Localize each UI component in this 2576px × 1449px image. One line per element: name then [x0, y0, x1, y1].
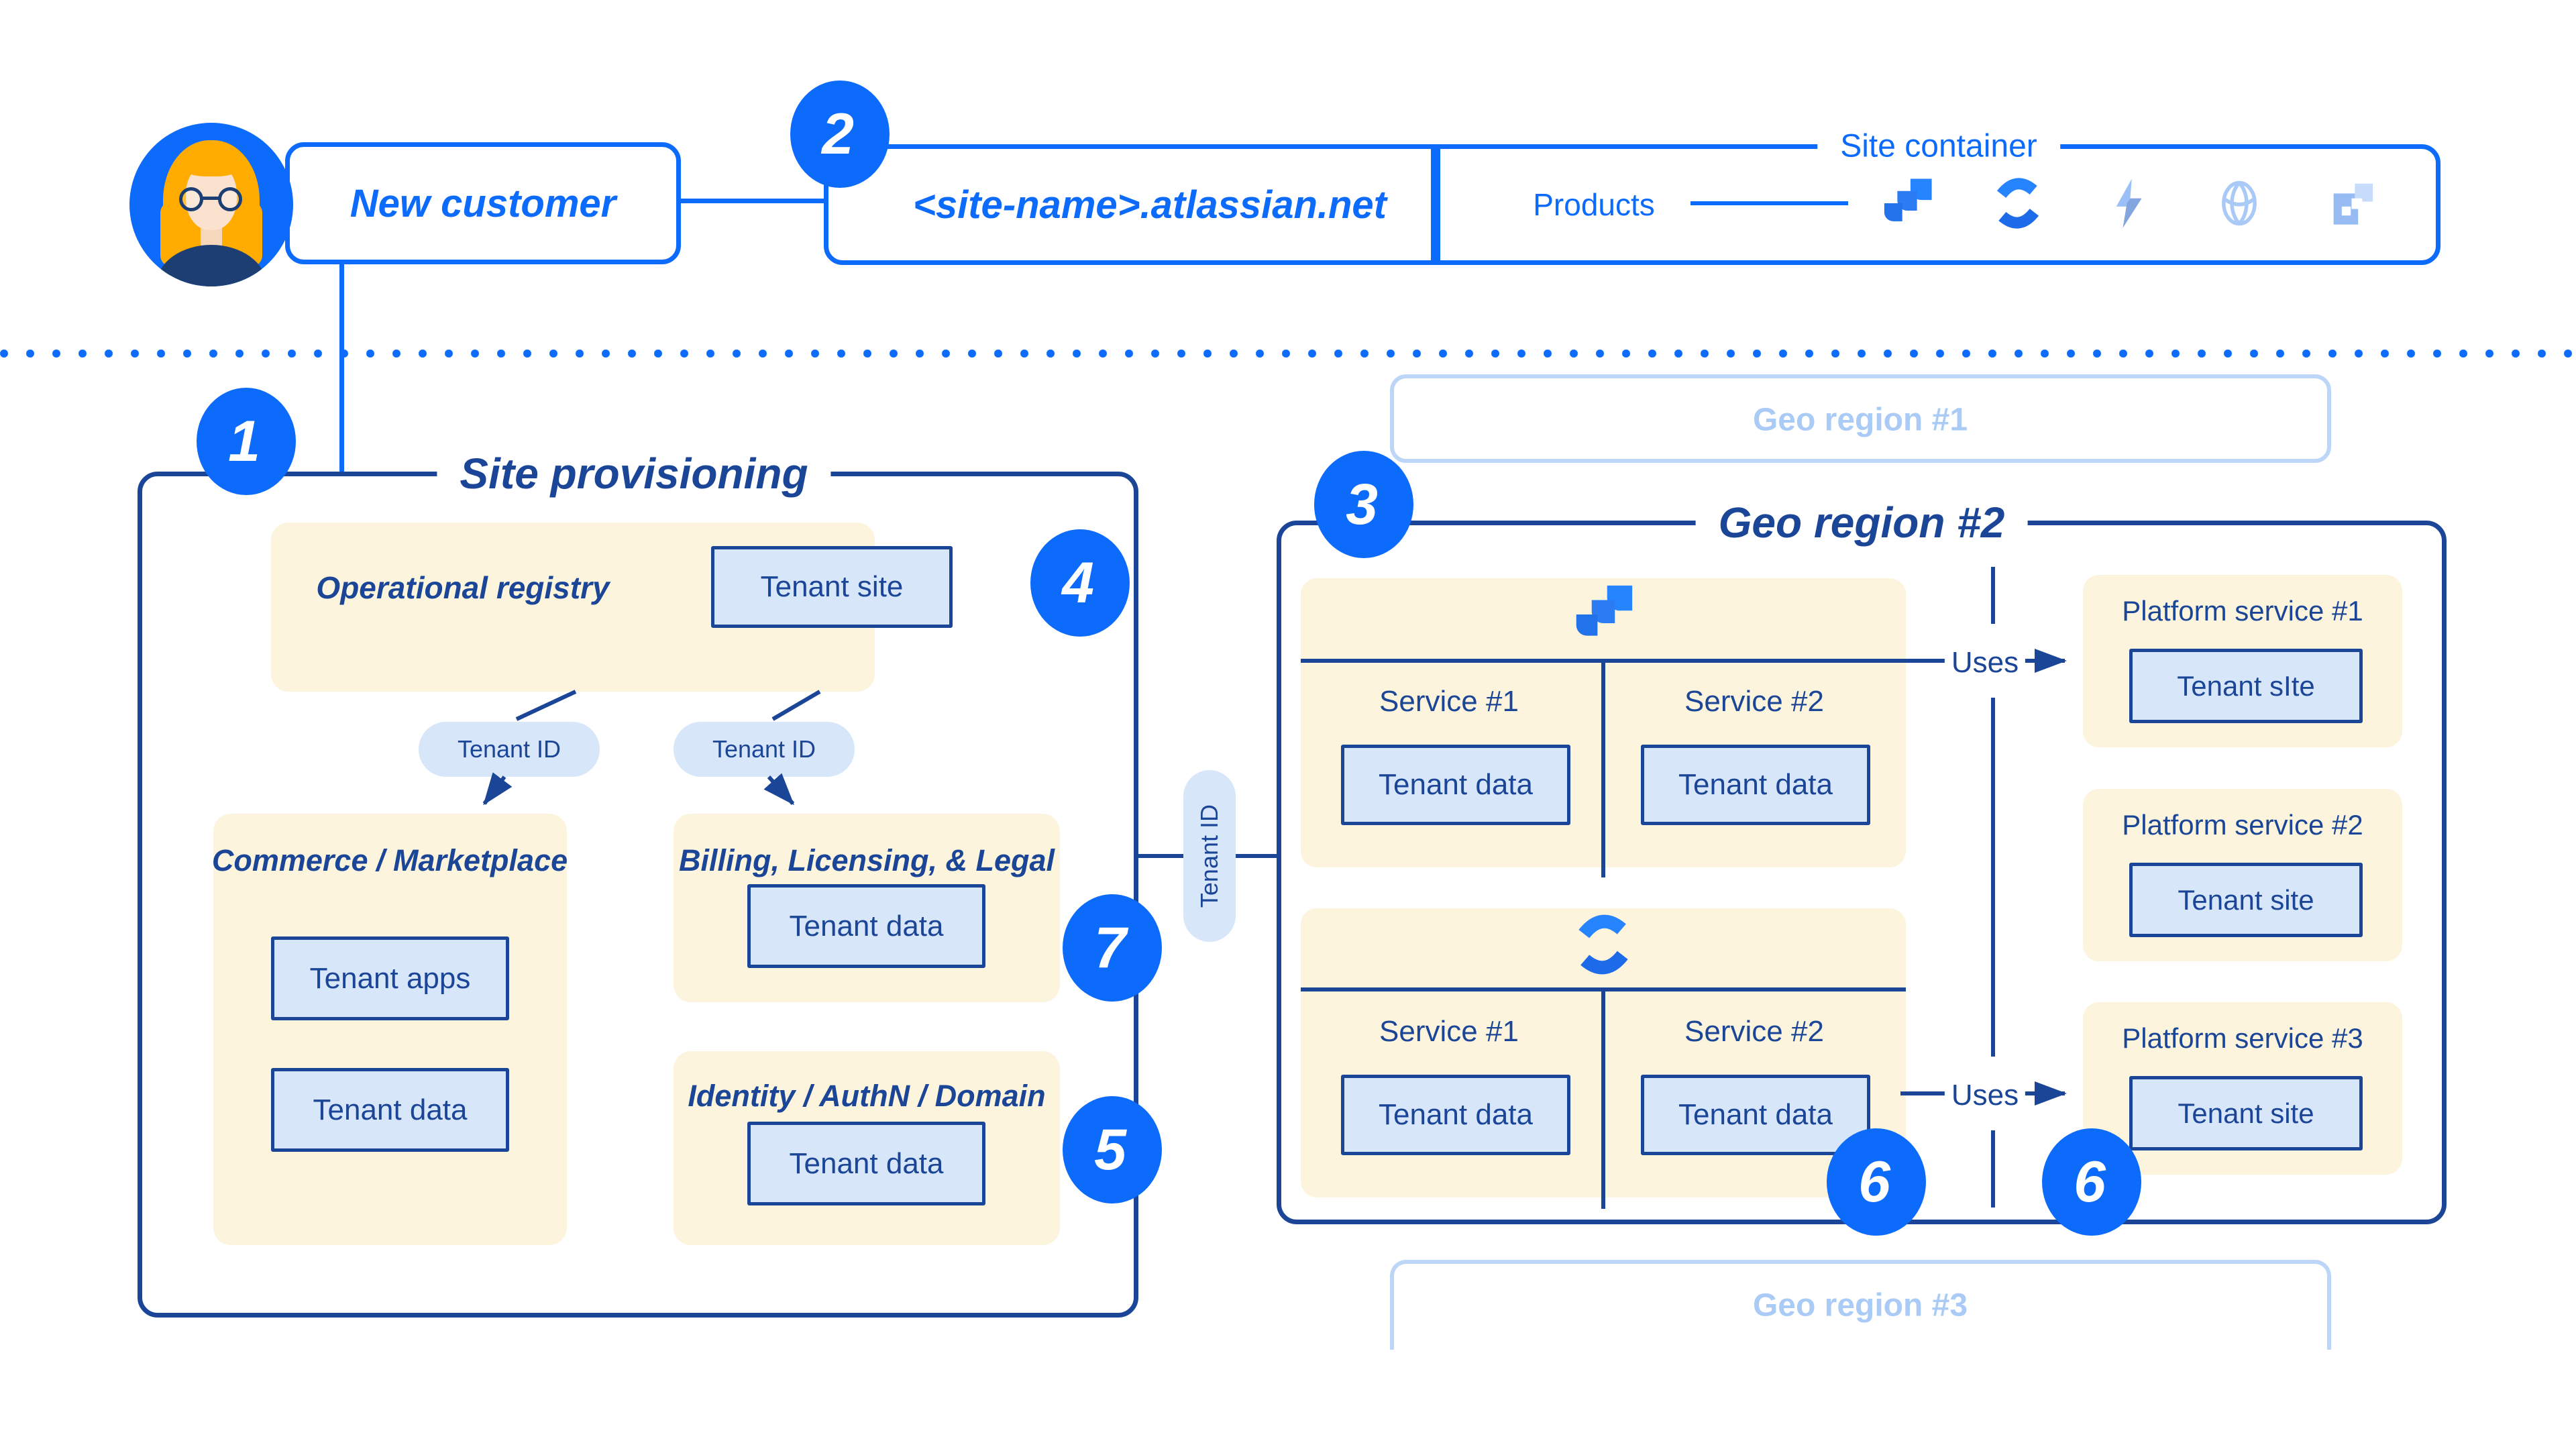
confluence-icon: [1578, 914, 1628, 975]
region-separator-dotted-line: [0, 350, 2576, 358]
jira-icon: [1576, 585, 1633, 636]
confluence-icon: [1996, 178, 2039, 229]
tenant-id-pill-left: Tenant ID: [419, 722, 600, 777]
confluence-service-1-label: Service #1: [1379, 1015, 1519, 1048]
site-provisioning-title: Site provisioning: [437, 449, 831, 498]
jira-icon: [1884, 178, 1932, 221]
step-badge-3: 3: [1314, 451, 1413, 558]
identity-tenant-data-chip: Tenant data: [747, 1122, 985, 1205]
tenant-apps-chip-label: Tenant apps: [309, 961, 471, 995]
confluence-section-divider-v: [1601, 987, 1605, 1209]
tenant-apps-chip: Tenant apps: [271, 936, 509, 1020]
step-badge-5-number: 5: [1094, 1117, 1126, 1182]
identity-authn-domain-title: Identity / AuthN / Domain: [688, 1079, 1046, 1113]
step-badge-3-number: 3: [1346, 472, 1378, 537]
avatar-glasses-left: [179, 187, 203, 211]
confluence-service-2-label: Service #2: [1684, 1015, 1824, 1048]
avatar-fringe: [182, 152, 241, 176]
billing-tenant-data-chip: Tenant data: [747, 884, 985, 968]
jira-section-divider-h: [1301, 659, 1951, 663]
platform-service-3-tenant-site-label: Tenant site: [2178, 1097, 2314, 1129]
platform-service-1-tenant-site-label: Tenant sIte: [2177, 669, 2315, 702]
avatar-glasses-bridge: [202, 197, 219, 200]
jira-service2-tenant-data-label: Tenant data: [1678, 768, 1833, 801]
geo2-divider-seg-3: [1991, 1130, 1995, 1208]
platform-service-2-title: Platform service #2: [2122, 809, 2363, 841]
geo-region-2-title: Geo region #2: [1695, 498, 2028, 547]
tenant-id-vertical-pill: Tenant ID: [1183, 770, 1236, 942]
confluence-service1-tenant-data-chip: Tenant data: [1341, 1075, 1570, 1155]
tenant-id-vertical-pill-label: Tenant ID: [1195, 804, 1223, 908]
geo2-divider-seg-1: [1991, 567, 1995, 624]
step-badge-6a-number: 6: [1858, 1149, 1890, 1214]
bolt-icon: [2116, 178, 2142, 228]
tenant-site-chip: Tenant site: [711, 546, 953, 628]
geo-region-3-label: Geo region #3: [1752, 1287, 1968, 1324]
avatar-glasses-right: [218, 187, 242, 211]
new-customer-label: New customer: [350, 181, 616, 225]
tenant-id-pill-left-label: Tenant ID: [457, 735, 561, 763]
tenant-id-pill-right-label: Tenant ID: [712, 735, 816, 763]
commerce-tenant-data-chip: Tenant data: [271, 1068, 509, 1152]
uses-label-1: Uses: [1944, 646, 2026, 680]
step-badge-4-number: 4: [1062, 550, 1094, 615]
jira-service2-tenant-data-chip: Tenant data: [1641, 745, 1870, 825]
step-badge-6b: 6: [2042, 1128, 2141, 1236]
new-customer-box: New customer: [285, 142, 681, 264]
platform-service-2-tenant-site-label: Tenant site: [2178, 883, 2314, 916]
geo-region-1-label: Geo region #1: [1752, 402, 1968, 438]
customer-avatar: [129, 123, 293, 286]
site-container-label: Site container: [1817, 127, 2060, 165]
globe-icon: [2222, 180, 2257, 226]
tenant-site-chip-label: Tenant site: [760, 570, 904, 603]
step-badge-7-number: 7: [1094, 915, 1126, 980]
jira-service1-tenant-data-label: Tenant data: [1379, 768, 1533, 801]
billing-tenant-data-label: Tenant data: [789, 909, 944, 943]
jira-service-2-label: Service #2: [1684, 685, 1824, 718]
step-badge-6b-number: 6: [2074, 1149, 2106, 1214]
jira-section-divider-v: [1601, 659, 1605, 877]
squares-icon: [2333, 183, 2373, 225]
confluence-service1-tenant-data-label: Tenant data: [1379, 1098, 1533, 1131]
billing-licensing-legal-title: Billing, Licensing, & Legal: [678, 843, 1055, 877]
geo-region-1-box: [1390, 374, 2331, 463]
step-badge-1: 1: [197, 388, 296, 495]
customer-to-provisioning-connector: [339, 263, 344, 474]
commerce-marketplace-title: Commerce / Marketplace: [211, 843, 568, 877]
platform-service-3-tenant-site-chip: Tenant site: [2129, 1076, 2363, 1150]
step-badge-5: 5: [1063, 1096, 1162, 1203]
site-name-label: <site-name>.atlassian.net: [913, 182, 1387, 227]
customer-to-site-connector: [681, 199, 824, 203]
jira-service-1-label: Service #1: [1379, 685, 1519, 718]
identity-tenant-data-label: Tenant data: [789, 1146, 944, 1180]
step-badge-1-number: 1: [228, 409, 260, 474]
uses-label-2: Uses: [1944, 1079, 2026, 1112]
tenant-id-pill-right: Tenant ID: [674, 722, 855, 777]
platform-service-3-title: Platform service #3: [2122, 1022, 2363, 1054]
jira-service1-tenant-data-chip: Tenant data: [1341, 745, 1570, 825]
geo2-divider-seg-2: [1991, 698, 1995, 1057]
products-label: Products: [1533, 187, 1655, 222]
commerce-tenant-data-label: Tenant data: [313, 1093, 468, 1126]
step-badge-7: 7: [1063, 894, 1162, 1002]
operational-registry-title: Operational registry: [316, 570, 610, 605]
products-line: [1690, 201, 1848, 205]
platform-service-2-tenant-site-chip: Tenant site: [2129, 863, 2363, 937]
platform-service-1-tenant-site-chip: Tenant sIte: [2129, 649, 2363, 723]
geo-region-3-box: [1390, 1260, 2331, 1350]
commerce-marketplace-box: [213, 814, 567, 1245]
step-badge-2: 2: [790, 80, 890, 188]
site-name-box: <site-name>.atlassian.net: [824, 144, 1436, 265]
confluence-service2-tenant-data-chip: Tenant data: [1641, 1075, 1870, 1155]
step-badge-6a: 6: [1827, 1128, 1926, 1236]
step-badge-2-number: 2: [822, 101, 854, 166]
step-badge-4: 4: [1030, 529, 1130, 637]
confluence-service2-tenant-data-label: Tenant data: [1678, 1098, 1833, 1131]
platform-service-1-title: Platform service #1: [2122, 595, 2363, 627]
